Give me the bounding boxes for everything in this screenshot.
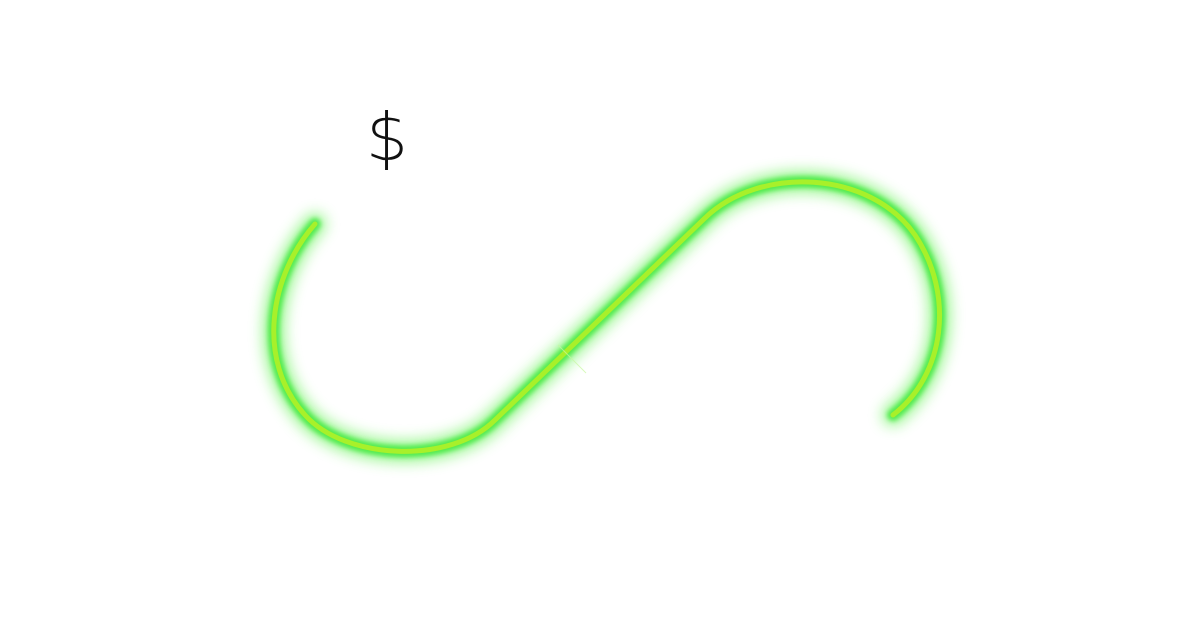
neon-seam-mark <box>557 344 587 374</box>
neon-inner-glow <box>267 175 946 458</box>
neon-core-line <box>271 179 943 454</box>
dollar-symbol: $ <box>366 99 408 176</box>
